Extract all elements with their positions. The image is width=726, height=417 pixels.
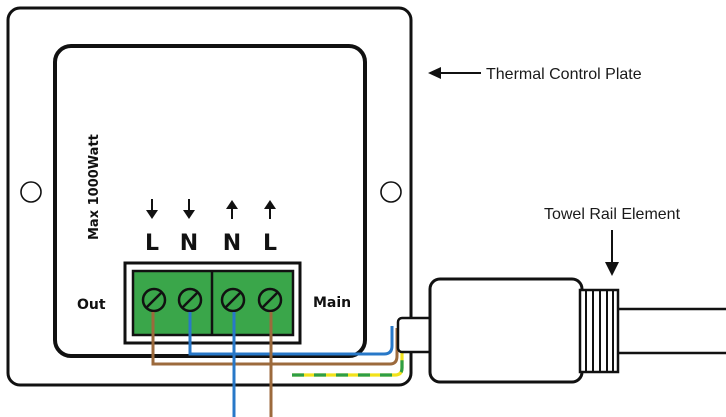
main-label: Main — [313, 295, 351, 311]
plate-label: Thermal Control Plate — [486, 66, 642, 83]
arrow-down-icon — [146, 199, 158, 219]
arrow-down-icon — [605, 262, 619, 276]
plate-callout: Thermal Control Plate — [428, 66, 642, 83]
element-label: Towel Rail Element — [544, 206, 681, 223]
terminal-label: L — [263, 231, 277, 256]
arrow-down-icon — [183, 199, 195, 219]
out-label: Out — [77, 297, 106, 313]
arrow-up-icon — [226, 200, 238, 219]
wires — [151, 312, 404, 417]
live-wire-out — [151, 312, 399, 366]
terminal-label: N — [223, 231, 241, 256]
neutral-wire-out — [188, 312, 394, 356]
terminal-screw — [177, 287, 203, 313]
terminal-block — [123, 261, 302, 345]
max-rating-label: Max 1000Watt — [87, 134, 102, 240]
mounting-hole-right — [380, 181, 402, 203]
arrow-left-icon — [428, 67, 441, 79]
element-callout: Towel Rail Element — [544, 206, 681, 276]
terminal-screw — [220, 287, 246, 313]
terminal-screw — [257, 287, 283, 313]
towel-rail-element — [428, 277, 726, 384]
arrow-up-icon — [264, 200, 276, 219]
terminal-label: L — [145, 231, 159, 256]
terminal-label: N — [180, 231, 198, 256]
mounting-hole-left — [20, 181, 42, 203]
terminal-screw — [141, 287, 167, 313]
